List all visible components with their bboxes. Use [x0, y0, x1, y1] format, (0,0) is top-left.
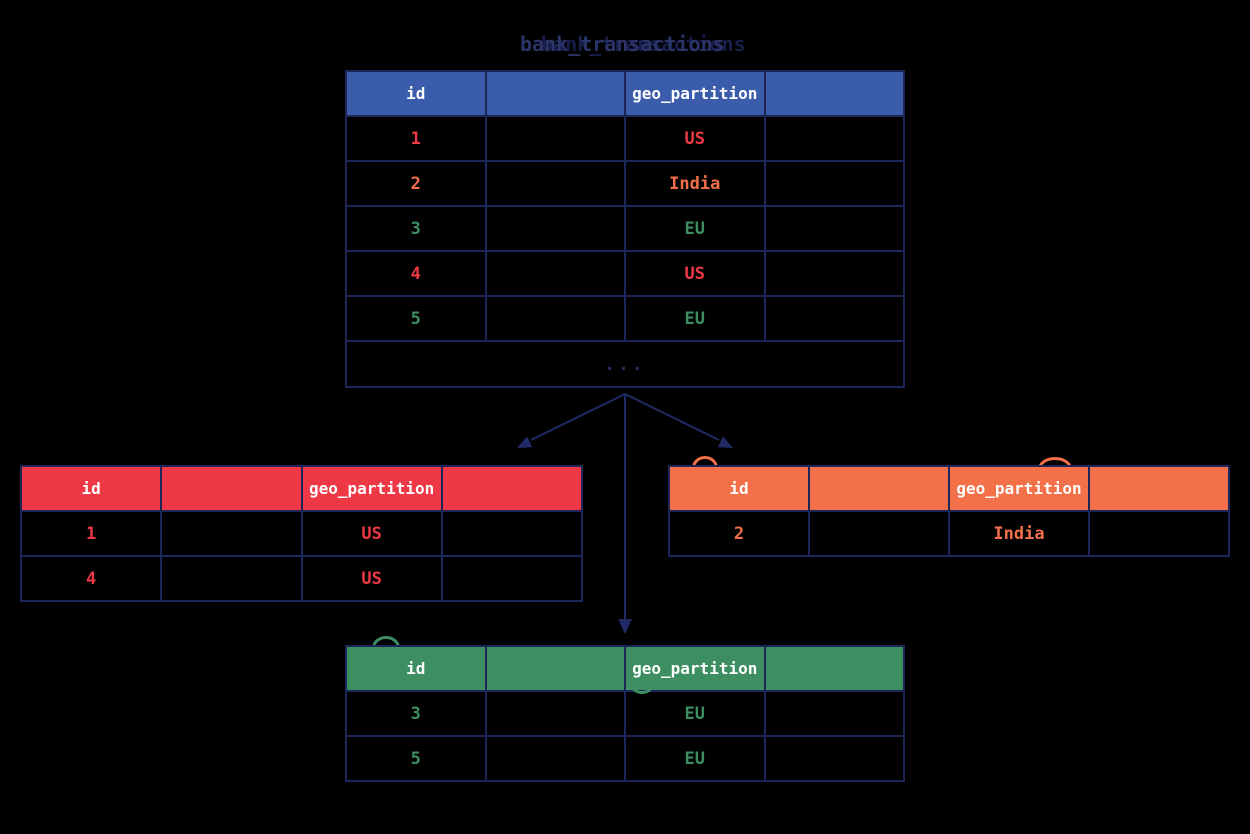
- india-row1-id: 2: [670, 512, 808, 555]
- empty-cell: [486, 692, 624, 735]
- us-partition-table: id geo_partition 1 US 4 US: [20, 465, 583, 602]
- main-header-id: id: [347, 72, 485, 115]
- table-title-text: bank_transactions: [520, 32, 725, 56]
- us-header-geo-partition: geo_partition: [302, 467, 441, 510]
- fan-out-arrows: [517, 393, 733, 634]
- eu-row2-geo: EU: [626, 737, 764, 780]
- paint-arc-green-top: [372, 636, 400, 648]
- arrowhead-left: [517, 436, 533, 448]
- main-row1-id: 1: [347, 117, 485, 160]
- main-row2-geo: India: [626, 162, 764, 205]
- us-row2-geo: US: [302, 557, 441, 600]
- india-partition-table: id geo_partition 2 India: [668, 465, 1230, 557]
- arrowhead-right: [717, 436, 733, 448]
- main-row5-geo: EU: [626, 297, 764, 340]
- empty-cell: [162, 557, 301, 600]
- eu-row2-id: 5: [347, 737, 485, 780]
- empty-cell: [486, 297, 624, 340]
- eu-row1-geo: EU: [626, 692, 764, 735]
- india-row1-geo: India: [950, 512, 1088, 555]
- main-header-geo-partition: geo_partition: [626, 72, 764, 115]
- us-header-empty-1: [162, 467, 301, 510]
- main-table-bank-transactions: id geo_partition 1 US 2 India 3 EU 4 US …: [345, 70, 905, 388]
- table-title-ghost-text: bank_transactions: [541, 32, 746, 56]
- us-row1-geo: US: [302, 512, 441, 555]
- empty-cell: [486, 737, 624, 780]
- arrow-line-right: [624, 393, 720, 441]
- main-row5-id: 5: [347, 297, 485, 340]
- paint-arc-green-under-header: [631, 686, 653, 694]
- main-header-empty-2: [765, 72, 903, 115]
- empty-cell: [442, 557, 581, 600]
- empty-cell: [765, 692, 903, 735]
- eu-header-empty-2: [765, 647, 903, 690]
- empty-cell: [765, 297, 903, 340]
- eu-header-empty-1: [486, 647, 624, 690]
- india-header-id: id: [670, 467, 808, 510]
- main-row3-geo: EU: [626, 207, 764, 250]
- us-header-empty-2: [442, 467, 581, 510]
- main-row2-id: 2: [347, 162, 485, 205]
- india-header-empty-2: [1090, 467, 1228, 510]
- arrow-line-left: [530, 393, 626, 441]
- table-title: bank_transactions bank_transactions: [520, 32, 780, 60]
- india-header-empty-1: [810, 467, 948, 510]
- empty-cell: [765, 252, 903, 295]
- empty-cell: [1090, 512, 1228, 555]
- empty-cell: [442, 512, 581, 555]
- empty-cell: [765, 162, 903, 205]
- empty-cell: [765, 207, 903, 250]
- empty-cell: [486, 162, 624, 205]
- main-ellipsis-row: ...: [347, 342, 903, 386]
- eu-header-id: id: [347, 647, 485, 690]
- empty-cell: [486, 207, 624, 250]
- empty-cell: [810, 512, 948, 555]
- main-row3-id: 3: [347, 207, 485, 250]
- us-header-id: id: [22, 467, 161, 510]
- empty-cell: [486, 252, 624, 295]
- empty-cell: [486, 117, 624, 160]
- us-row2-id: 4: [22, 557, 161, 600]
- india-header-geo-partition: geo_partition: [950, 467, 1088, 510]
- eu-row1-id: 3: [347, 692, 485, 735]
- us-row1-id: 1: [22, 512, 161, 555]
- eu-header-geo-partition: geo_partition: [626, 647, 764, 690]
- empty-cell: [162, 512, 301, 555]
- empty-cell: [765, 737, 903, 780]
- empty-cell: [765, 117, 903, 160]
- paint-arc-orange-left: [692, 456, 718, 468]
- arrowhead-down: [618, 619, 632, 634]
- main-row4-id: 4: [347, 252, 485, 295]
- eu-partition-table: id geo_partition 3 EU 5 EU: [345, 645, 905, 782]
- main-row1-geo: US: [626, 117, 764, 160]
- main-header-empty-1: [486, 72, 624, 115]
- main-row4-geo: US: [626, 252, 764, 295]
